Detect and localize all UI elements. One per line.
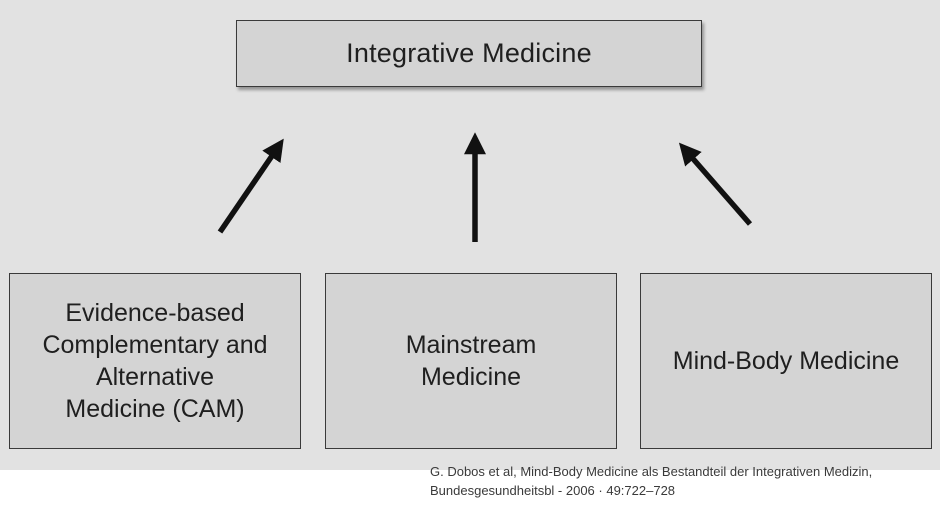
mind-body-medicine-label: Mind-Body Medicine xyxy=(672,347,900,375)
mind-body-medicine-box: Mind-Body Medicine xyxy=(640,273,932,449)
mainstream-medicine-label: Mainstream Medicine xyxy=(405,331,537,391)
mainstream-medicine-box: Mainstream Medicine xyxy=(325,273,617,449)
arrows-layer xyxy=(217,132,753,242)
integrative-medicine-box: Integrative Medicine xyxy=(236,20,702,87)
citation-line-1: G. Dobos et al, Mind-Body Medicine als B… xyxy=(430,464,873,479)
diagram-canvas: Integrative Medicine Evidence-based Comp… xyxy=(0,0,940,470)
arrow-cam-to-integrative xyxy=(217,138,284,234)
arrow-mindbody-to-integrative xyxy=(678,142,753,226)
integrative-medicine-label: Integrative Medicine xyxy=(346,38,592,68)
citation-line-2: Bundesgesundheitsbl - 2006 · 49:722–728 xyxy=(430,483,676,498)
cam-label: Evidence-based Complementary and Alterna… xyxy=(42,299,268,423)
cam-box: Evidence-based Complementary and Alterna… xyxy=(9,273,301,449)
citation: G. Dobos et al, Mind-Body Medicine als B… xyxy=(430,462,872,500)
